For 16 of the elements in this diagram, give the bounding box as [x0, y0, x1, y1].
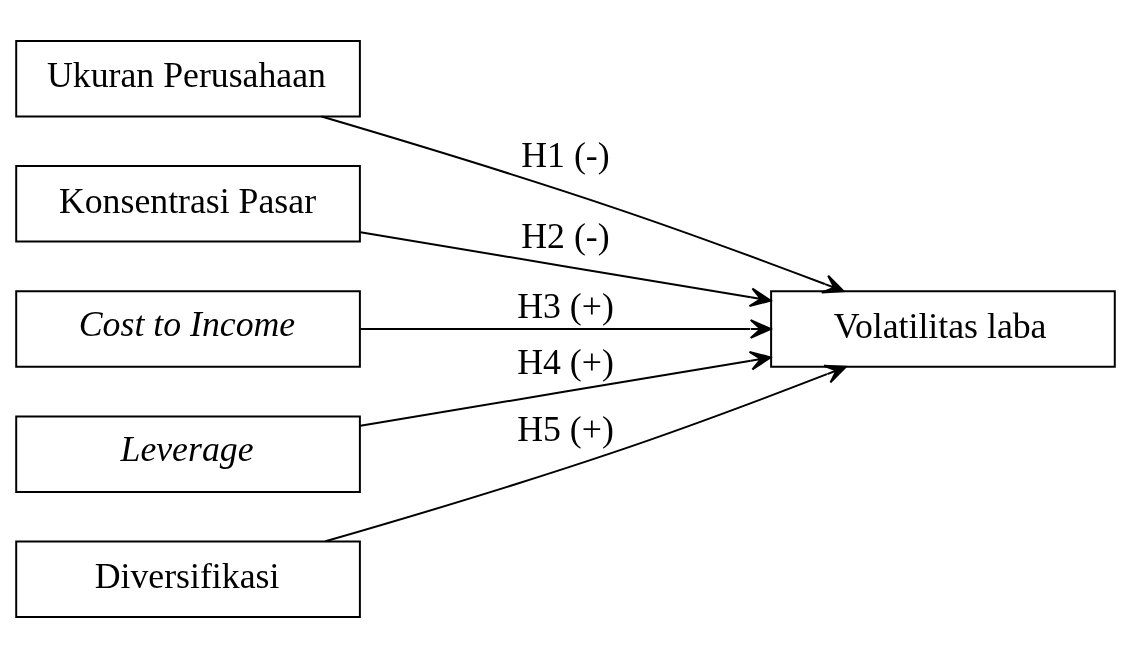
edge-label: H2 (-) — [521, 215, 610, 256]
edge-label: H5 (+) — [517, 408, 614, 449]
node-box: Diversifikasi — [15, 540, 361, 618]
arrow — [359, 350, 772, 427]
edge-label: H4 (+) — [517, 341, 614, 381]
arrow — [320, 115, 845, 293]
node-box: Volatilitas laba — [770, 289, 1116, 368]
node-box: Leverage — [15, 414, 361, 493]
arrow — [324, 364, 847, 542]
node-box: Cost to Income — [15, 289, 361, 368]
node-box: Konsentrasi Pasar — [15, 164, 361, 243]
arrow — [359, 318, 772, 339]
arrow — [359, 230, 772, 307]
node-box: Ukuran Perusahaan — [15, 39, 361, 117]
edge-label: H1 (-) — [521, 134, 610, 175]
edge-label: H3 (+) — [517, 285, 614, 326]
